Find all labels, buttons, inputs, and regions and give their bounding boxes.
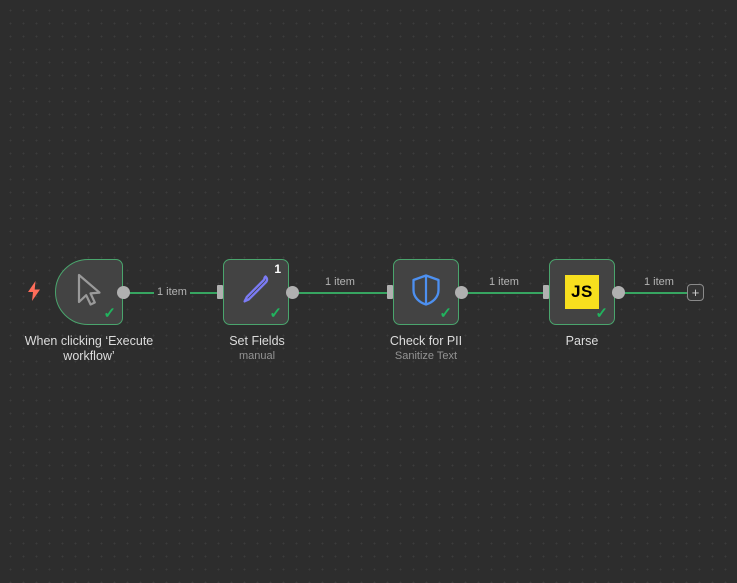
input-port[interactable] xyxy=(217,285,223,299)
node-label-check-for-pii: Check for PII Sanitize Text xyxy=(366,334,486,364)
node-parse[interactable]: JS ✓ xyxy=(549,259,615,325)
node-status-check-icon: ✓ xyxy=(595,305,608,322)
output-port[interactable] xyxy=(455,286,468,299)
node-title: When clicking ‘Execute workflow’ xyxy=(24,334,154,363)
node-status-check-icon: ✓ xyxy=(439,305,452,322)
connector-label: 1 item xyxy=(322,276,358,289)
connector-label: 1 item xyxy=(486,276,522,289)
input-port[interactable] xyxy=(543,285,549,299)
lightning-bolt-icon xyxy=(26,281,42,305)
connector-label: 1 item xyxy=(154,286,190,299)
node-label-parse: Parse xyxy=(522,334,642,349)
node-label-trigger: When clicking ‘Execute workflow’ xyxy=(14,334,164,364)
output-port[interactable] xyxy=(286,286,299,299)
node-title: Check for PII xyxy=(389,334,463,348)
node-subtitle: Sanitize Text xyxy=(394,350,458,362)
javascript-icon: JS xyxy=(565,275,599,309)
output-port[interactable] xyxy=(117,286,130,299)
node-set-fields[interactable]: 1 ✓ xyxy=(223,259,289,325)
node-item-count-badge: 1 xyxy=(274,262,281,276)
connector-line[interactable] xyxy=(618,292,688,294)
pencil-icon xyxy=(239,273,273,312)
node-check-for-pii[interactable]: ✓ xyxy=(393,259,459,325)
output-port[interactable] xyxy=(612,286,625,299)
node-title: Parse xyxy=(565,334,599,348)
shield-icon xyxy=(410,273,442,312)
javascript-icon-label: JS xyxy=(571,282,593,301)
node-when-clicking-execute-workflow[interactable]: ✓ xyxy=(55,259,123,325)
node-status-check-icon: ✓ xyxy=(103,305,116,322)
connector-line[interactable] xyxy=(292,292,389,294)
mouse-pointer-icon xyxy=(73,272,105,313)
node-status-check-icon: ✓ xyxy=(269,305,282,322)
input-port[interactable] xyxy=(387,285,393,299)
node-title: Set Fields xyxy=(229,334,285,348)
node-subtitle: manual xyxy=(238,350,276,362)
connector-line[interactable] xyxy=(461,292,546,294)
add-node-button[interactable]: + xyxy=(687,284,704,301)
node-label-set-fields: Set Fields manual xyxy=(197,334,317,364)
connector-label: 1 item xyxy=(641,276,677,289)
